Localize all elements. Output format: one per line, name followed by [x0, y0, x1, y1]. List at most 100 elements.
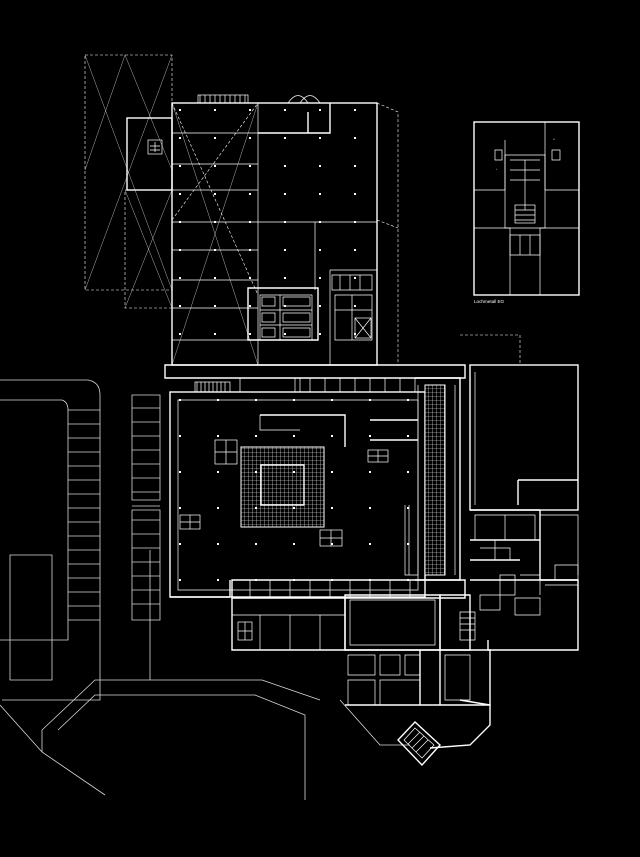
column-marker — [214, 277, 216, 279]
column-marker — [255, 579, 257, 581]
column-marker — [369, 543, 371, 545]
column-marker — [249, 249, 251, 251]
column-marker — [284, 221, 286, 223]
column-marker — [354, 137, 356, 139]
column-marker — [319, 193, 321, 195]
column-marker — [284, 333, 286, 335]
column-marker — [407, 507, 409, 509]
main-hall — [169, 391, 426, 598]
column-marker — [354, 221, 356, 223]
column-marker — [179, 305, 181, 307]
column-marker — [255, 507, 257, 509]
column-marker — [217, 435, 219, 437]
column-marker — [331, 543, 333, 545]
column-marker — [354, 193, 356, 195]
column-marker — [331, 579, 333, 581]
column-marker — [214, 249, 216, 251]
column-marker — [214, 137, 216, 139]
column-marker — [293, 507, 295, 509]
column-marker — [407, 471, 409, 473]
inset-room-tag: ▪▪ — [553, 138, 555, 141]
column-marker — [179, 193, 181, 195]
column-marker — [407, 399, 409, 401]
column-marker — [179, 249, 181, 251]
column-marker — [179, 435, 181, 437]
column-marker — [319, 333, 321, 335]
column-marker — [179, 471, 181, 473]
column-marker — [217, 507, 219, 509]
column-marker — [214, 221, 216, 223]
column-marker — [331, 507, 333, 509]
column-marker — [319, 249, 321, 251]
column-marker — [331, 471, 333, 473]
structural-columns — [179, 109, 409, 581]
column-marker — [319, 305, 321, 307]
column-marker — [284, 249, 286, 251]
column-marker — [255, 399, 257, 401]
inset-room-tag: ▪ — [496, 168, 497, 171]
column-marker — [249, 165, 251, 167]
stair-tower — [397, 721, 441, 767]
column-marker — [214, 333, 216, 335]
parking-block — [131, 394, 161, 621]
column-marker — [369, 399, 371, 401]
column-marker — [331, 399, 333, 401]
column-marker — [217, 399, 219, 401]
column-marker — [249, 277, 251, 279]
column-marker — [179, 579, 181, 581]
column-marker — [179, 165, 181, 167]
column-marker — [293, 579, 295, 581]
column-marker — [214, 165, 216, 167]
column-marker — [293, 435, 295, 437]
site-roads — [0, 379, 410, 800]
column-marker — [214, 193, 216, 195]
column-marker — [179, 277, 181, 279]
column-marker — [179, 543, 181, 545]
column-marker — [179, 333, 181, 335]
column-marker — [407, 579, 409, 581]
parking-left — [68, 409, 100, 621]
column-marker — [179, 507, 181, 509]
column-marker — [284, 277, 286, 279]
column-marker — [354, 109, 356, 111]
column-marker — [354, 165, 356, 167]
column-marker — [354, 277, 356, 279]
column-marker — [407, 543, 409, 545]
column-marker — [284, 193, 286, 195]
column-marker — [249, 221, 251, 223]
column-marker — [179, 399, 181, 401]
column-marker — [354, 249, 356, 251]
column-marker — [319, 109, 321, 111]
column-marker — [319, 165, 321, 167]
inset-plan: ▪▪ ▪ Lochmetall EG — [473, 121, 580, 304]
parking-right — [131, 394, 161, 621]
column-marker — [293, 471, 295, 473]
column-marker — [369, 471, 371, 473]
column-marker — [284, 165, 286, 167]
column-marker — [255, 471, 257, 473]
north-hall — [84, 54, 399, 366]
column-marker — [369, 507, 371, 509]
column-marker — [217, 543, 219, 545]
column-marker — [293, 399, 295, 401]
column-marker — [284, 109, 286, 111]
column-marker — [319, 221, 321, 223]
column-marker — [217, 579, 219, 581]
column-marker — [249, 333, 251, 335]
column-marker — [284, 305, 286, 307]
column-marker — [255, 435, 257, 437]
column-marker — [179, 109, 181, 111]
column-marker — [407, 435, 409, 437]
column-marker — [284, 137, 286, 139]
column-marker — [179, 221, 181, 223]
column-marker — [179, 137, 181, 139]
column-marker — [249, 137, 251, 139]
column-marker — [293, 543, 295, 545]
south-offices — [231, 574, 579, 767]
column-marker — [354, 333, 356, 335]
column-marker — [369, 435, 371, 437]
column-marker — [249, 305, 251, 307]
column-marker — [214, 305, 216, 307]
column-marker — [331, 435, 333, 437]
